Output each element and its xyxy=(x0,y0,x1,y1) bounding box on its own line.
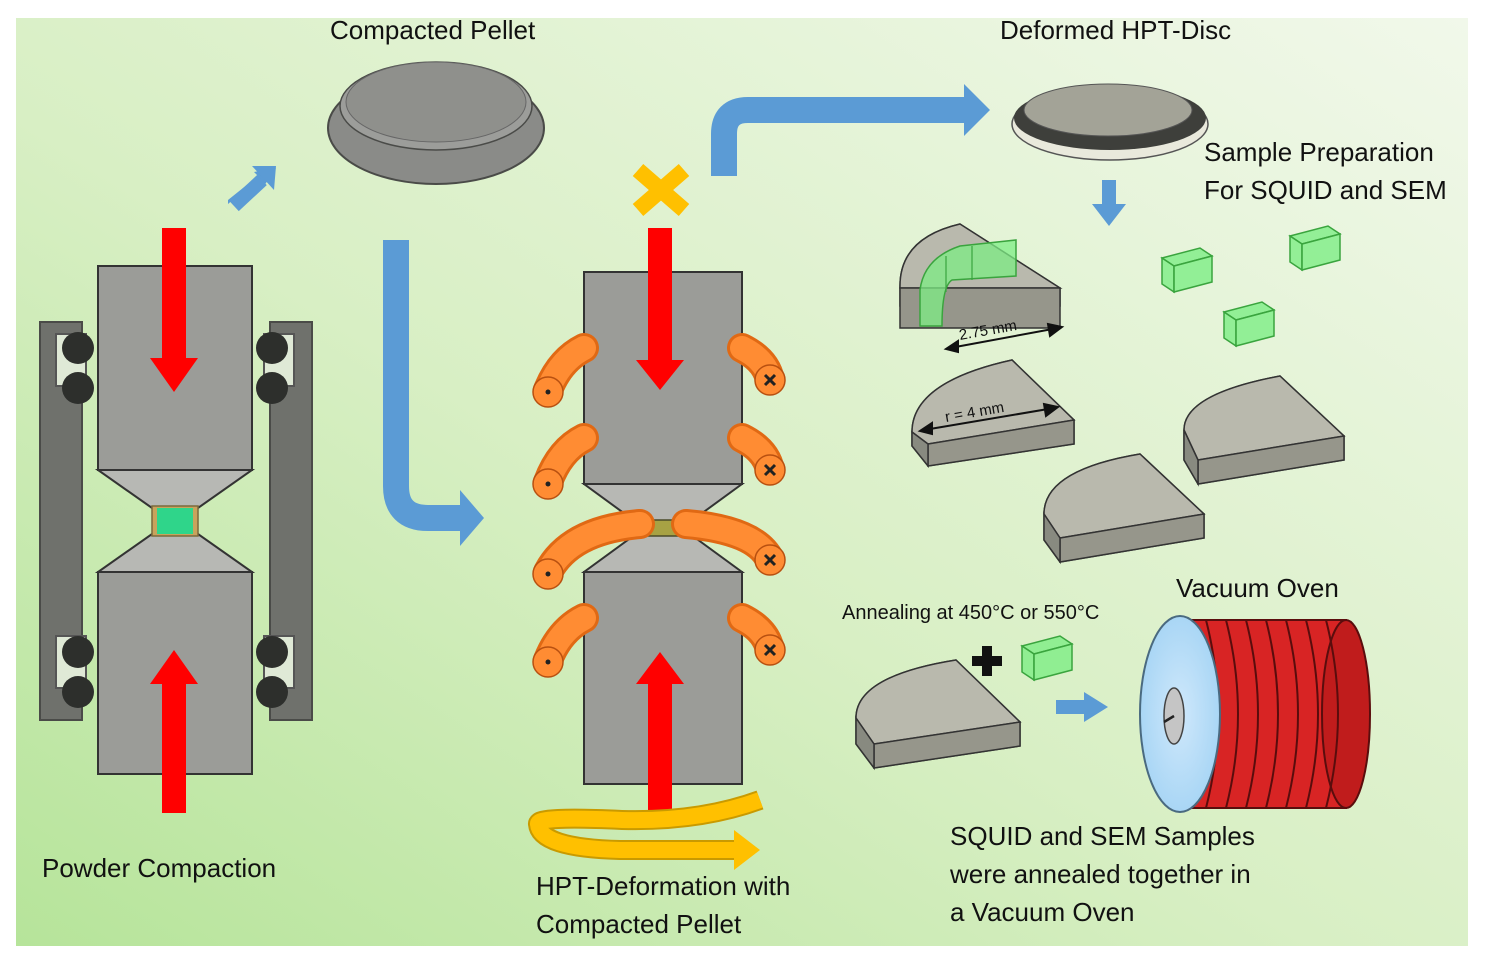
squid-sample-cube xyxy=(1160,247,1214,294)
rotation-arrow xyxy=(528,790,764,870)
sample-prep-label-line1: Sample Preparation xyxy=(1204,137,1434,167)
compacted-pellet xyxy=(327,61,545,185)
sample-prep-label-line2: For SQUID and SEM xyxy=(1204,175,1447,205)
flow-arrow xyxy=(1056,692,1108,722)
annealed-label-line3: a Vacuum Oven xyxy=(950,897,1135,927)
dimension-arrow xyxy=(917,402,1061,436)
induction-coil xyxy=(532,333,786,678)
quarter-segment xyxy=(911,359,1076,469)
dimension-arrow xyxy=(943,322,1065,354)
plus-icon xyxy=(972,646,1002,676)
press-rollers xyxy=(62,332,288,708)
annealed-label-line2: were annealed together in xyxy=(950,859,1251,889)
deformed-hpt-disc xyxy=(1011,83,1209,161)
quarter-segment xyxy=(855,659,1022,771)
squid-sample-cube xyxy=(1222,301,1276,348)
quarter-segment xyxy=(1043,453,1206,565)
cross-mark-icon xyxy=(632,163,690,217)
powder-compaction-label: Powder Compaction xyxy=(42,853,277,883)
annealed-label-line1: SQUID and SEM Samples xyxy=(950,821,1255,851)
flow-arrow xyxy=(460,490,484,546)
flow-arrow xyxy=(1092,180,1126,226)
squid-sample-cube xyxy=(1020,635,1074,682)
press-force-arrow xyxy=(150,228,198,813)
powder-compaction-press xyxy=(39,228,313,813)
deformed-disc-label: Deformed HPT-Disc xyxy=(1000,15,1232,45)
vacuum-oven-label: Vacuum Oven xyxy=(1176,573,1339,603)
powder-sample xyxy=(157,508,193,534)
press-force-arrow xyxy=(636,228,684,813)
flow-arrow xyxy=(711,97,966,176)
squid-sample-cube xyxy=(1288,225,1342,272)
compacted-pellet-label: Compacted Pellet xyxy=(330,15,536,45)
annealing-label: Annealing at 450°C or 550°C xyxy=(842,602,1100,624)
hpt-label-line1: HPT-Deformation with xyxy=(536,871,791,901)
flow-arrow xyxy=(383,240,462,531)
quarter-segment xyxy=(1183,375,1346,487)
vacuum-oven xyxy=(1139,615,1371,813)
flow-arrow xyxy=(228,166,276,212)
hpt-label-line2: Compacted Pellet xyxy=(536,909,742,939)
quarter-segment-with-squid-samples xyxy=(899,223,1063,329)
flow-arrow xyxy=(964,84,990,136)
